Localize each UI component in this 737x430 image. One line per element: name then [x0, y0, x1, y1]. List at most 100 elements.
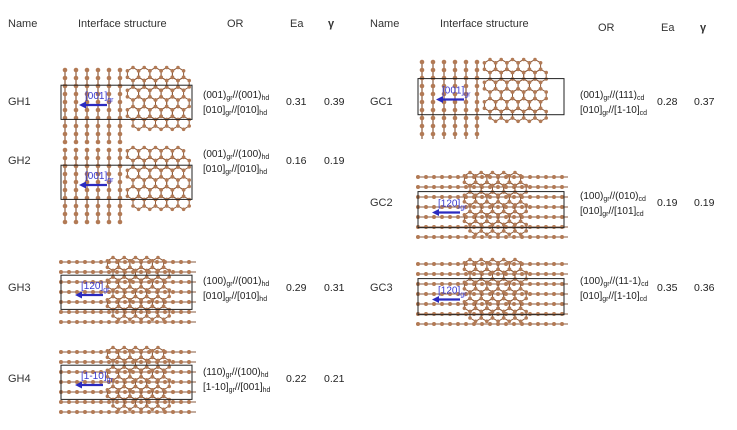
- or-sub-a: gr: [603, 281, 610, 288]
- interface-structure-figure: [001]gr: [60, 145, 193, 225]
- ea-value: 0.19: [657, 197, 678, 209]
- direction-label-sub: gr: [460, 205, 467, 212]
- row-name: GC2: [370, 197, 393, 209]
- or-line-1: (001)gr//(001)hd: [203, 90, 269, 105]
- or-sub-b: hd: [261, 154, 270, 161]
- or-line-2: [010]gr//[010]hd: [203, 291, 269, 306]
- or-line-1: (001)gr//(111)cd: [580, 90, 647, 105]
- arrow-head-icon: [436, 96, 443, 103]
- or-sub-a: gr: [602, 110, 609, 117]
- header-ea-left: Ea: [290, 18, 304, 30]
- ea-value: 0.16: [286, 155, 307, 167]
- interface-structure-figure: [120]gr: [59, 255, 196, 324]
- or-sub-b: cd: [636, 211, 644, 218]
- or-line-2: [010]gr//[101]cd: [580, 206, 646, 221]
- or-plane-a: (001): [203, 149, 227, 160]
- or-plane-a: (110): [203, 367, 226, 378]
- orientation-relation: (001)gr//(001)hd[010]gr//[010]hd: [203, 90, 269, 120]
- supercell-box: [417, 278, 565, 316]
- row-name: GH4: [8, 373, 31, 385]
- direction-label: [1-10]gr: [81, 371, 113, 384]
- or-plane-a: [010]: [203, 105, 226, 116]
- direction-label-sub: gr: [464, 92, 471, 99]
- header-structure-left: Interface structure: [78, 18, 167, 30]
- orientation-relation: (001)gr//(100)hd[010]gr//[010]hd: [203, 149, 269, 179]
- or-sub-b: hd: [260, 372, 269, 379]
- or-sub-a: gr: [225, 169, 232, 176]
- or-sub-b: cd: [641, 281, 649, 288]
- supercell-box: [60, 84, 193, 120]
- or-line-1: (100)gr//(010)cd: [580, 191, 646, 206]
- ea-value: 0.29: [286, 282, 307, 294]
- or-sub-b: cd: [639, 296, 648, 303]
- gamma-value: 0.31: [324, 282, 345, 294]
- or-plane-a: (001): [203, 90, 227, 101]
- ea-value: 0.31: [286, 96, 307, 108]
- header-gamma-left: γ: [328, 18, 335, 30]
- orientation-relation: (100)gr//(11-1)cd[010]gr//[1-10]cd: [580, 276, 649, 306]
- or-sub-b: cd: [637, 95, 645, 102]
- or-sub-a: gr: [225, 110, 232, 117]
- interface-structure-figure: [120]gr: [416, 170, 568, 239]
- arrow-head-icon: [432, 209, 439, 216]
- or-plane-b: //[1-10]: [608, 291, 640, 302]
- or-sub-b: hd: [259, 110, 268, 117]
- direction-label-sub: gr: [107, 97, 114, 104]
- supercell-box: [60, 274, 193, 310]
- gamma-value: 0.21: [324, 373, 345, 385]
- or-sub-a: gr: [226, 95, 233, 102]
- direction-label-sub: gr: [107, 177, 114, 184]
- or-line-1: (100)gr//(11-1)cd: [580, 276, 649, 291]
- or-sub-a: gr: [226, 154, 233, 161]
- arrow-head-icon: [79, 101, 86, 109]
- direction-label-sub: gr: [103, 287, 110, 294]
- or-plane-b: //(111): [609, 90, 638, 101]
- header-gamma-right: γ: [700, 22, 707, 34]
- or-plane-a: [010]: [203, 164, 226, 175]
- or-sub-a: gr: [225, 372, 232, 379]
- or-sub-a: gr: [228, 387, 235, 394]
- or-plane-b: //[010]: [231, 105, 260, 116]
- or-plane-b: //(001): [232, 276, 262, 287]
- supercell-box: [417, 78, 565, 116]
- or-sub-a: gr: [226, 281, 233, 288]
- or-sub-b: hd: [259, 169, 268, 176]
- interface-structure-figure: [120]gr: [416, 257, 568, 326]
- gamma-value: 0.36: [694, 282, 715, 294]
- ea-value: 0.28: [657, 96, 678, 108]
- gamma-value: 0.19: [694, 197, 715, 209]
- direction-label-sub: gr: [460, 292, 467, 299]
- or-plane-a: (001): [580, 90, 604, 101]
- header-or-left: OR: [227, 18, 244, 30]
- header-name-left: Name: [8, 18, 38, 30]
- row-name: GH2: [8, 155, 31, 167]
- or-sub-a: gr: [603, 196, 610, 203]
- row-name: GC3: [370, 282, 393, 294]
- or-plane-b: //[1-10]: [608, 105, 640, 116]
- arrow-head-icon: [75, 381, 82, 389]
- or-sub-b: cd: [639, 110, 648, 117]
- or-sub-a: gr: [602, 296, 609, 303]
- or-sub-b: hd: [261, 95, 270, 102]
- or-plane-a: (100): [580, 191, 604, 202]
- or-plane-b: //(100): [231, 367, 261, 378]
- direction-label: [001]gr: [442, 86, 471, 99]
- or-plane-b: //(010): [609, 191, 639, 202]
- or-plane-a: [010]: [580, 206, 603, 217]
- orientation-relation: (100)gr//(010)cd[010]gr//[101]cd: [580, 191, 646, 221]
- header-structure-right: Interface structure: [440, 18, 529, 30]
- gamma-value: 0.39: [324, 96, 345, 108]
- supercell-box: [60, 164, 193, 200]
- header-name-right: Name: [370, 18, 400, 30]
- header-ea-right: Ea: [661, 22, 675, 34]
- interface-structure-figure: [001]gr: [417, 57, 565, 139]
- or-plane-b: //[101]: [608, 206, 637, 217]
- or-sub-a: gr: [602, 211, 609, 218]
- or-sub-b: hd: [261, 281, 270, 288]
- or-plane-a: [010]: [203, 291, 226, 302]
- direction-label-sub: gr: [107, 377, 114, 384]
- ea-value: 0.22: [286, 373, 307, 385]
- or-plane-b: //[010]: [231, 291, 260, 302]
- or-plane-b: //[010]: [231, 164, 260, 175]
- or-line-1: (100)gr//(001)hd: [203, 276, 269, 291]
